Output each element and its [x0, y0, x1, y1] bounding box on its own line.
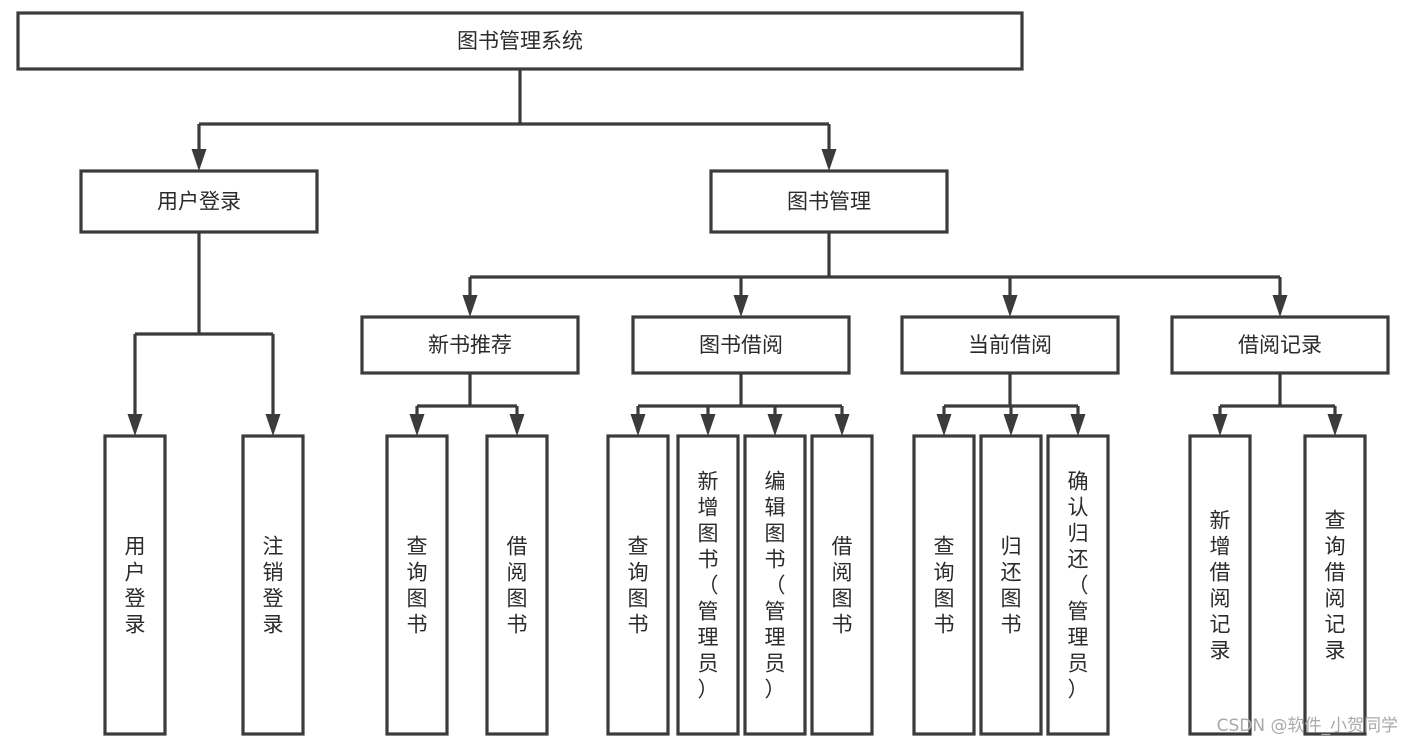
node-leaf-confirm-return-label: 确认归还（管理员）	[1068, 469, 1089, 701]
node-leaf-add-borrow-record[interactable]: 新增借阅记录	[1188, 434, 1252, 736]
node-borrow-record[interactable]: 借阅记录	[1170, 315, 1390, 375]
node-leaf-query-book-borrow-box	[606, 434, 670, 736]
root-to-level2-arrow-0	[191, 149, 207, 171]
node-root-label: 图书管理系统	[457, 29, 583, 53]
current-borrow-to-leaves-arrow-1	[1003, 414, 1019, 436]
bookmgmt-to-level3-arrow-0	[462, 295, 478, 317]
node-leaf-logout[interactable]: 注销登录	[241, 434, 305, 736]
bookmgmt-to-level3-arrow-3	[1272, 295, 1288, 317]
new-book-recommend-to-leaves-arrow-1	[509, 414, 525, 436]
node-leaf-borrow-book-rec-box	[485, 434, 549, 736]
node-leaf-borrow-book-rec[interactable]: 借阅图书	[485, 434, 549, 736]
userlogin-to-leaves-arrow-1	[265, 414, 281, 436]
node-leaf-return-book-label: 归还图书	[1001, 534, 1022, 636]
node-leaf-edit-book[interactable]: 编辑图书（管理员）	[743, 434, 807, 736]
book-borrow-to-leaves-arrow-0	[630, 414, 646, 436]
node-leaf-borrow-book-label: 借阅图书	[832, 534, 853, 636]
node-book-borrow-box	[631, 315, 851, 375]
node-leaf-query-borrow-record-box	[1303, 434, 1367, 736]
node-new-book-recommend-box	[360, 315, 580, 375]
node-user-login-label: 用户登录	[157, 190, 241, 214]
node-leaf-edit-book-box	[743, 434, 807, 736]
node-user-login[interactable]: 用户登录	[79, 169, 319, 234]
node-leaf-add-book[interactable]: 新增图书（管理员）	[676, 434, 740, 736]
node-leaf-add-borrow-record-box	[1188, 434, 1252, 736]
node-book-borrow[interactable]: 图书借阅	[631, 315, 851, 375]
book-borrow-to-leaves-arrow-3	[834, 414, 850, 436]
node-leaf-add-book-label: 新增图书（管理员）	[698, 469, 719, 701]
nodes-layer: 图书管理系统用户登录图书管理新书推荐图书借阅当前借阅借阅记录用户登录注销登录查询…	[16, 11, 1390, 736]
bookmgmt-to-level3-arrow-2	[1002, 295, 1018, 317]
current-borrow-to-leaves-arrow-2	[1070, 414, 1086, 436]
node-new-book-recommend-label: 新书推荐	[428, 333, 512, 357]
node-leaf-query-borrow-record-label: 查询借阅记录	[1325, 508, 1346, 662]
node-leaf-confirm-return-box	[1046, 434, 1110, 736]
current-borrow-to-leaves-arrow-0	[936, 414, 952, 436]
node-leaf-query-book-borrow-label: 查询图书	[628, 534, 649, 636]
node-leaf-borrow-book[interactable]: 借阅图书	[810, 434, 874, 736]
node-leaf-return-book[interactable]: 归还图书	[979, 434, 1043, 736]
node-root-box	[16, 11, 1024, 71]
node-root[interactable]: 图书管理系统	[16, 11, 1024, 71]
node-new-book-recommend[interactable]: 新书推荐	[360, 315, 580, 375]
node-leaf-query-book-current-box	[912, 434, 976, 736]
node-leaf-add-borrow-record-label: 新增借阅记录	[1210, 508, 1231, 662]
node-leaf-query-book-rec[interactable]: 查询图书	[385, 434, 449, 736]
node-current-borrow-label: 当前借阅	[968, 333, 1052, 357]
node-leaf-query-borrow-record[interactable]: 查询借阅记录	[1303, 434, 1367, 736]
node-leaf-borrow-book-box	[810, 434, 874, 736]
book-borrow-to-leaves-arrow-2	[767, 414, 783, 436]
csdn-watermark: CSDN @软件_小贺同学	[1217, 716, 1398, 736]
node-leaf-query-book-rec-label: 查询图书	[407, 534, 428, 636]
node-current-borrow[interactable]: 当前借阅	[900, 315, 1120, 375]
node-leaf-edit-book-label: 编辑图书（管理员）	[765, 469, 786, 701]
node-current-borrow-box	[900, 315, 1120, 375]
node-book-management-box	[709, 169, 949, 234]
node-book-borrow-label: 图书借阅	[699, 333, 783, 357]
node-leaf-query-book-current-label: 查询图书	[934, 534, 955, 636]
node-borrow-record-label: 借阅记录	[1238, 333, 1322, 357]
new-book-recommend-to-leaves-arrow-0	[409, 414, 425, 436]
node-book-management[interactable]: 图书管理	[709, 169, 949, 234]
node-leaf-user-login-label: 用户登录	[125, 534, 146, 636]
node-leaf-logout-label: 注销登录	[263, 534, 284, 636]
root-to-level2-arrow-1	[821, 149, 837, 171]
node-leaf-query-book-borrow[interactable]: 查询图书	[606, 434, 670, 736]
node-user-login-box	[79, 169, 319, 234]
node-leaf-borrow-book-rec-label: 借阅图书	[507, 534, 528, 636]
userlogin-to-leaves-arrow-0	[127, 414, 143, 436]
node-book-management-label: 图书管理	[787, 190, 871, 214]
borrow-record-to-leaves-arrow-0	[1212, 414, 1228, 436]
node-leaf-user-login-box	[103, 434, 167, 736]
node-leaf-user-login[interactable]: 用户登录	[103, 434, 167, 736]
bookmgmt-to-level3-arrow-1	[733, 295, 749, 317]
node-leaf-query-book-rec-box	[385, 434, 449, 736]
borrow-record-to-leaves-arrow-1	[1327, 414, 1343, 436]
node-leaf-add-book-box	[676, 434, 740, 736]
node-leaf-logout-box	[241, 434, 305, 736]
connectors-layer	[127, 69, 1343, 436]
book-borrow-to-leaves-arrow-1	[700, 414, 716, 436]
node-leaf-query-book-current[interactable]: 查询图书	[912, 434, 976, 736]
node-leaf-return-book-box	[979, 434, 1043, 736]
node-borrow-record-box	[1170, 315, 1390, 375]
node-leaf-confirm-return[interactable]: 确认归还（管理员）	[1046, 434, 1110, 736]
